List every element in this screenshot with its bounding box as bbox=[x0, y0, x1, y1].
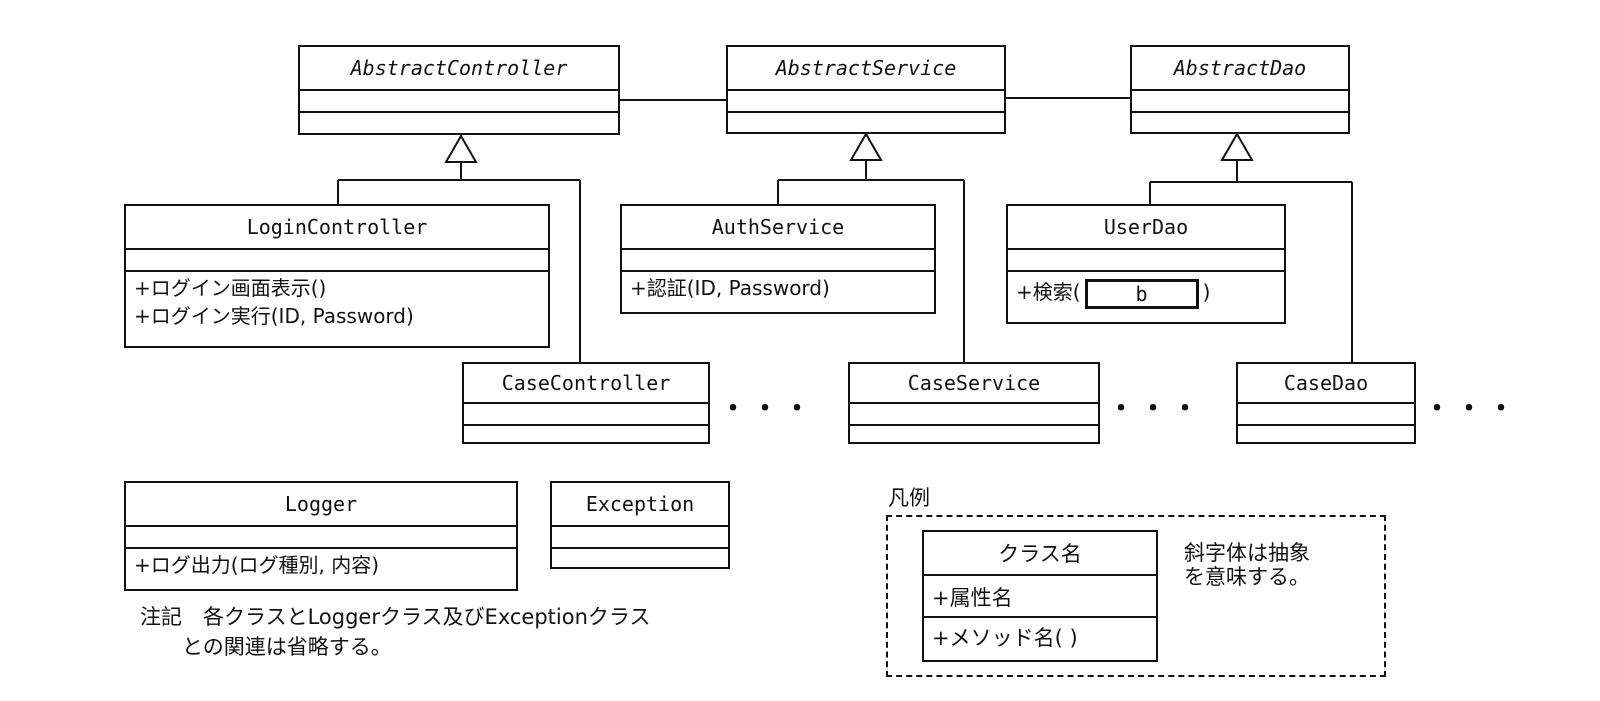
operations-compartment: +ログ出力(ログ種別, 内容) bbox=[126, 549, 516, 581]
legend-box: クラス名 +属性名 +メソッド名( ) 斜字体は抽象 を意味する。 bbox=[886, 515, 1386, 677]
attributes-compartment bbox=[126, 527, 516, 549]
class-case-service: CaseService bbox=[848, 362, 1100, 444]
class-exception: Exception bbox=[550, 481, 730, 569]
inheritance-arrow-controller bbox=[444, 133, 478, 163]
attributes-compartment bbox=[850, 404, 1098, 426]
attributes-compartment bbox=[1238, 404, 1414, 426]
answer-blank-b: b bbox=[1084, 278, 1199, 309]
class-name: AbstractService bbox=[728, 47, 1004, 91]
class-name: Exception bbox=[552, 483, 728, 527]
legend-class-name: クラス名 bbox=[924, 532, 1156, 576]
legend-method: +メソッド名( ) bbox=[932, 626, 1078, 650]
operation: +ログイン画面表示() bbox=[134, 276, 327, 300]
operation: +ログ出力(ログ種別, 内容) bbox=[134, 553, 380, 577]
operations-compartment: +検索(b) bbox=[1008, 272, 1284, 311]
attributes-compartment bbox=[126, 250, 548, 272]
legend-description-line-1: 斜字体は抽象 bbox=[1184, 541, 1310, 565]
operations-compartment: +認証(ID, Password) bbox=[622, 272, 934, 304]
inheritance-arrow-service bbox=[849, 131, 883, 161]
class-name: AuthService bbox=[622, 206, 934, 250]
class-user-dao: UserDao +検索(b) bbox=[1006, 204, 1286, 324]
class-abstract-service: AbstractService bbox=[726, 45, 1006, 134]
ellipsis: ・・・ bbox=[1424, 394, 1521, 424]
class-name: AbstractController bbox=[300, 47, 618, 91]
legend-class-example: クラス名 +属性名 +メソッド名( ) bbox=[922, 530, 1158, 662]
class-case-controller: CaseController bbox=[462, 362, 710, 444]
ellipsis: ・・・ bbox=[1108, 394, 1205, 424]
class-abstract-controller: AbstractController bbox=[298, 45, 620, 135]
class-name: CaseController bbox=[464, 364, 708, 404]
attributes-compartment bbox=[552, 527, 728, 549]
class-login-controller: LoginController +ログイン画面表示() +ログイン実行(ID, … bbox=[124, 204, 550, 348]
legend-title: 凡例 bbox=[888, 486, 930, 510]
attributes-compartment bbox=[622, 250, 934, 272]
class-name: AbstractDao bbox=[1132, 47, 1348, 91]
attributes-compartment bbox=[300, 91, 618, 113]
class-name: Logger bbox=[126, 483, 516, 527]
class-abstract-dao: AbstractDao bbox=[1130, 45, 1350, 134]
class-name: UserDao bbox=[1008, 206, 1284, 250]
attributes-compartment bbox=[1132, 91, 1348, 113]
operation: +ログイン実行(ID, Password) bbox=[134, 304, 414, 328]
class-logger: Logger +ログ出力(ログ種別, 内容) bbox=[124, 481, 518, 591]
attributes-compartment bbox=[728, 91, 1004, 113]
inheritance-arrow-dao bbox=[1220, 131, 1254, 161]
note-line-1: 注記 各クラスとLoggerクラス及びExceptionクラス bbox=[140, 605, 651, 629]
operation-close: ) bbox=[1202, 280, 1211, 304]
legend-description-line-2: を意味する。 bbox=[1184, 565, 1310, 589]
ellipsis: ・・・ bbox=[720, 394, 817, 424]
note-line-2: との関連は省略する。 bbox=[182, 635, 392, 659]
operations-compartment: +ログイン画面表示() +ログイン実行(ID, Password) bbox=[126, 272, 548, 332]
class-name: CaseService bbox=[850, 364, 1098, 404]
legend-attribute: +属性名 bbox=[924, 576, 1156, 618]
attributes-compartment bbox=[464, 404, 708, 426]
class-name: CaseDao bbox=[1238, 364, 1414, 404]
operation: +認証(ID, Password) bbox=[630, 276, 830, 300]
class-auth-service: AuthService +認証(ID, Password) bbox=[620, 204, 936, 314]
operation-name: +検索( bbox=[1016, 280, 1081, 304]
class-name: LoginController bbox=[126, 206, 548, 250]
class-case-dao: CaseDao bbox=[1236, 362, 1416, 444]
attributes-compartment bbox=[1008, 250, 1284, 272]
operation: +検索(b) bbox=[1016, 278, 1276, 309]
